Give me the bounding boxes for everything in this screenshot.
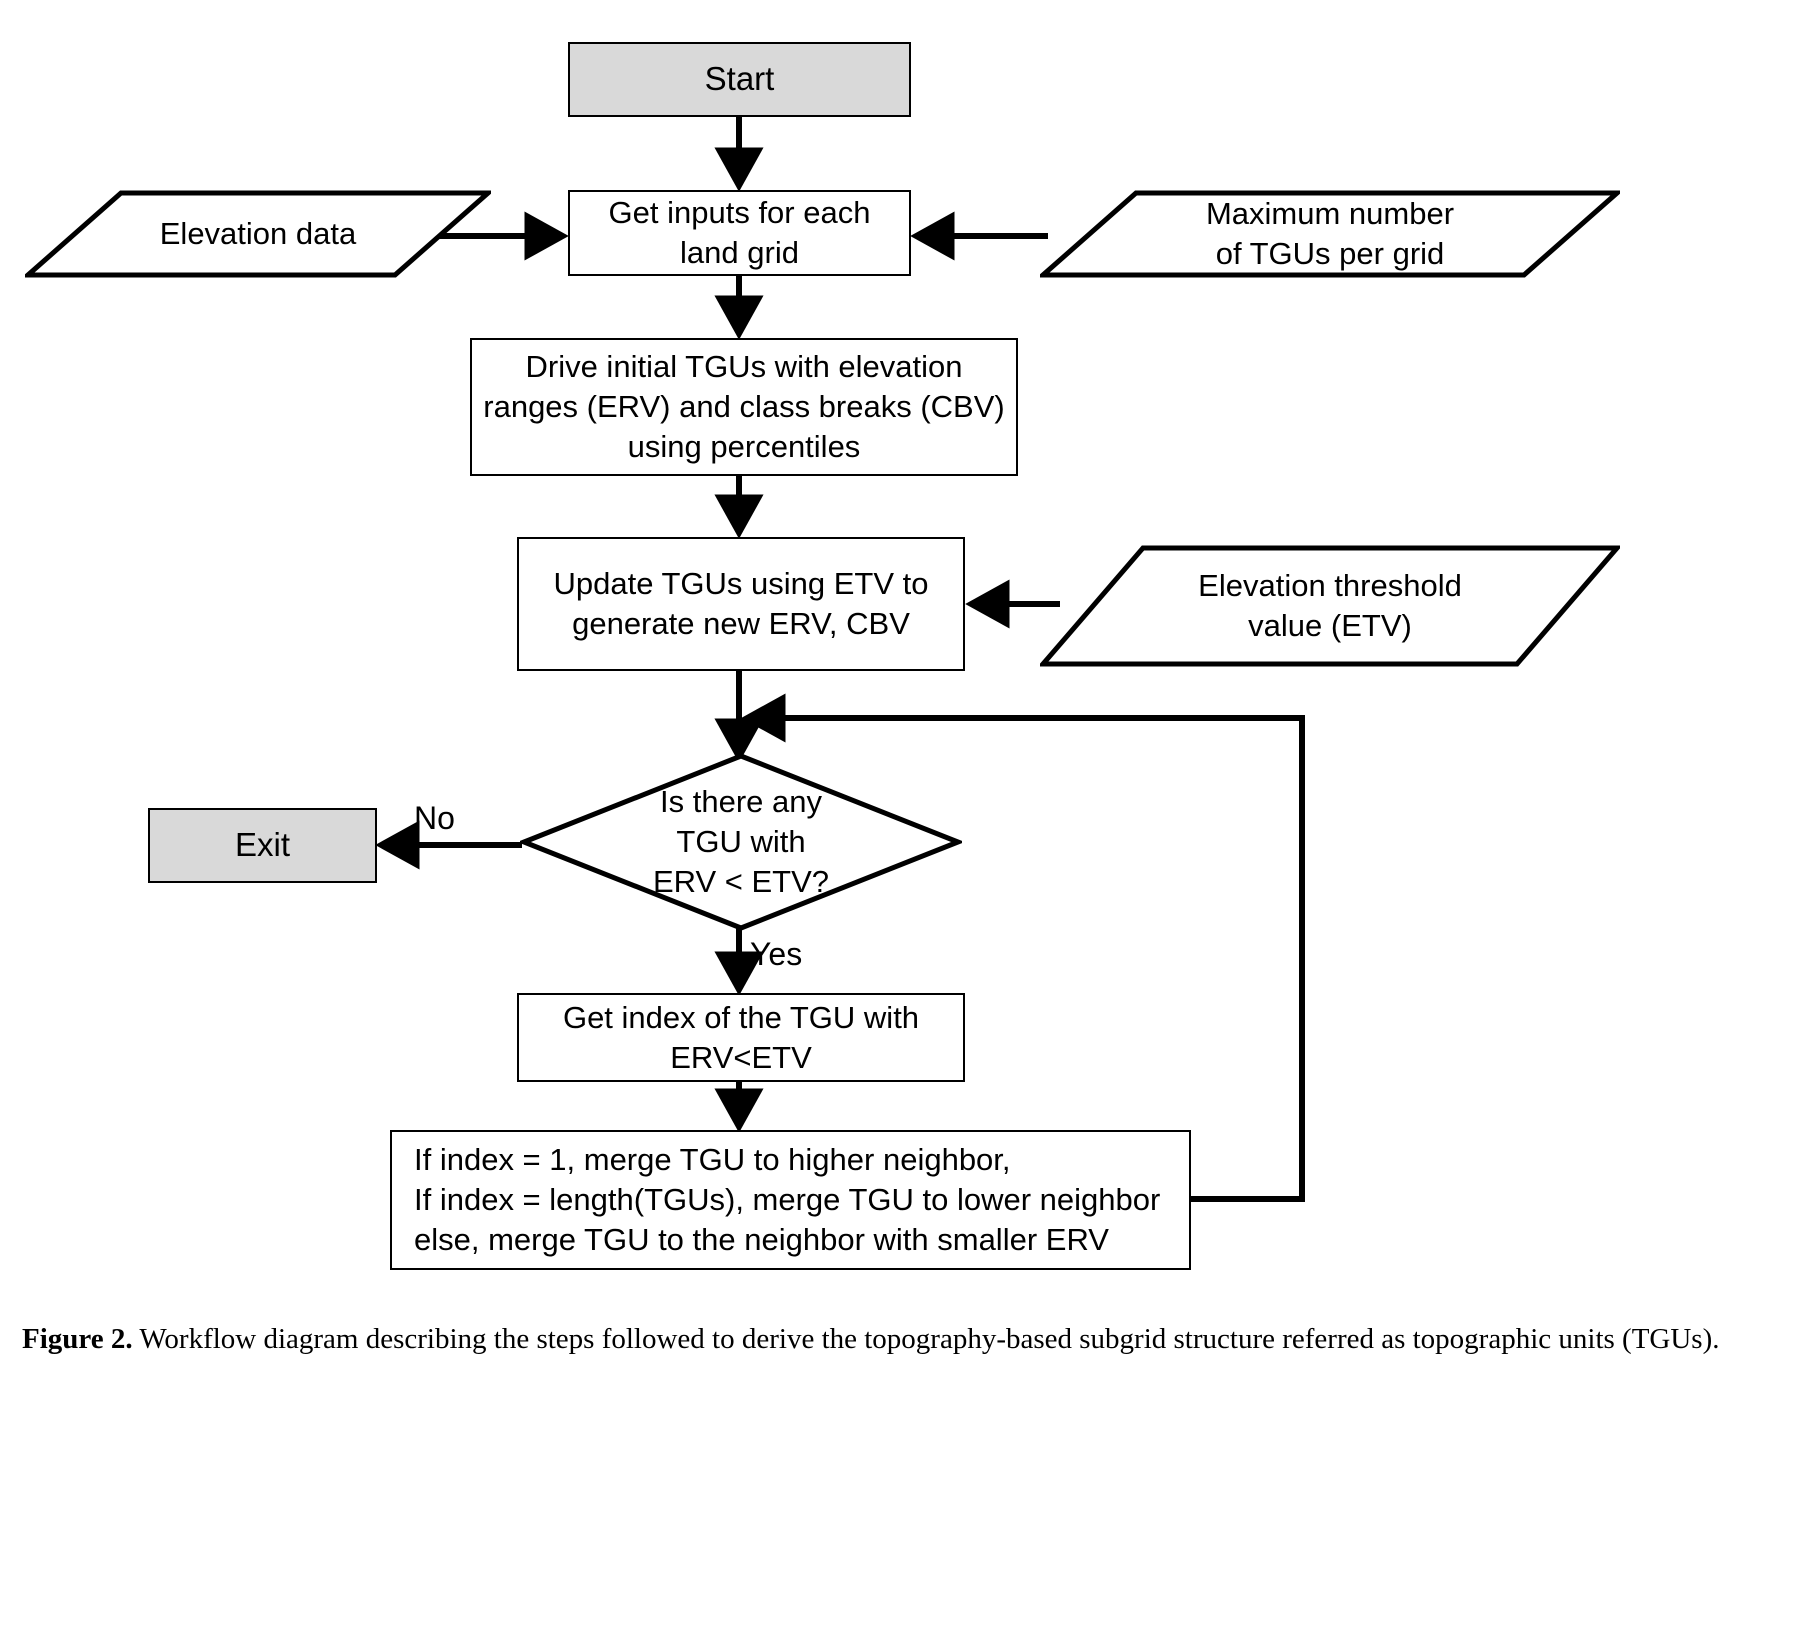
edge-merge-rules-loopback-path <box>741 693 1305 1202</box>
node-etv-input-label: Elevation threshold value (ETV) <box>1198 568 1462 643</box>
node-update-tgus[interactable]: Update TGUs using ETV to generate new ER… <box>517 537 965 671</box>
node-elevation-data-label: Elevation data <box>159 216 357 252</box>
parallelogram-shape <box>1040 545 1620 667</box>
diamond-shape <box>520 753 962 931</box>
node-exit-label: Exit <box>234 826 290 864</box>
node-etv-input[interactable]: Elevation threshold value (ETV) <box>1040 545 1620 667</box>
node-update-tgus-label: Update TGUs using ETV to generate new ER… <box>553 566 929 641</box>
parallelogram-shape <box>25 190 491 278</box>
node-elevation-data[interactable]: Elevation data <box>25 190 491 278</box>
node-start-label: Start <box>704 60 775 98</box>
node-max-tgus[interactable]: Maximum number of TGUs per grid <box>1040 190 1620 278</box>
node-drive-initial[interactable]: Drive initial TGUs with elevation ranges… <box>470 338 1018 476</box>
node-decision-label: Is there any TGU with ERV < ETV? <box>652 783 830 900</box>
node-get-index[interactable]: Get index of the TGU with ERV<ETV <box>517 993 965 1082</box>
node-merge-rules[interactable]: If index = 1, merge TGU to higher neighb… <box>390 1130 1191 1270</box>
edge-label-yes-text: Yes <box>750 936 803 972</box>
edge-label-yes: Yes <box>750 936 802 973</box>
edge-merge-rules-loopback <box>1191 718 1305 1202</box>
node-merge-rules-label: If index = 1, merge TGU to higher neighb… <box>414 1142 1161 1257</box>
node-max-tgus-label: Maximum number of TGUs per grid <box>1205 196 1455 271</box>
node-start[interactable]: Start <box>568 42 911 117</box>
parallelogram-shape <box>1040 190 1620 278</box>
edge-label-no: No <box>414 800 455 837</box>
edge-label-no-text: No <box>414 800 455 836</box>
node-get-inputs-label: Get inputs for each land grid <box>608 195 871 270</box>
node-exit[interactable]: Exit <box>148 808 377 883</box>
figure-caption-label: Figure 2. <box>22 1323 133 1355</box>
node-drive-initial-label: Drive initial TGUs with elevation ranges… <box>483 349 1005 464</box>
figure-caption-text: Workflow diagram describing the steps fo… <box>139 1323 1720 1355</box>
node-decision[interactable]: Is there any TGU with ERV < ETV? <box>520 752 962 932</box>
node-get-inputs[interactable]: Get inputs for each land grid <box>568 190 911 276</box>
figure-caption: Figure 2. Workflow diagram describing th… <box>22 1318 1802 1360</box>
node-get-index-label: Get index of the TGU with ERV<ETV <box>562 999 920 1075</box>
